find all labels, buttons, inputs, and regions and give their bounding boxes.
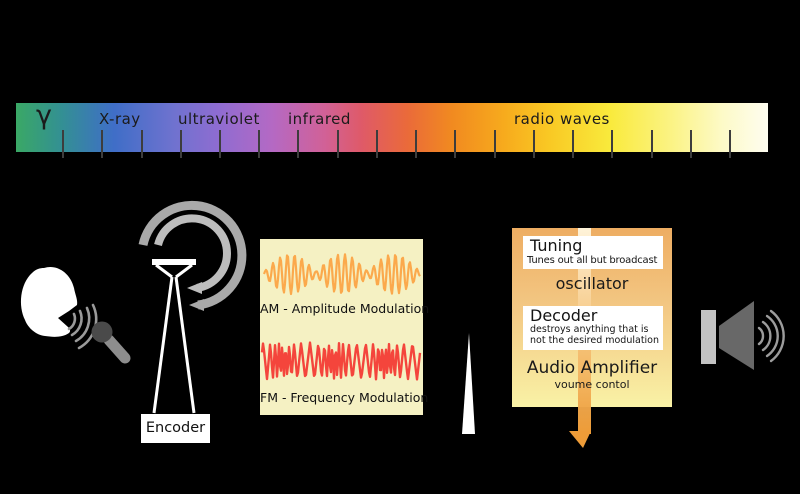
spectrum-tick <box>179 130 182 158</box>
receiver-antenna-icon <box>462 333 475 434</box>
spectrum-tick <box>336 130 339 158</box>
am-waveform <box>262 253 421 296</box>
speaker-waves-icon <box>757 309 785 363</box>
audio-amplifier-label: Audio Amplifier <box>526 358 658 378</box>
speaking-head-icon <box>20 266 78 337</box>
spectrum-tick <box>493 130 496 158</box>
spectrum-tick <box>572 130 575 158</box>
spectrum-tick <box>729 130 732 158</box>
decoder-description: destroys anything that is not the desire… <box>530 324 660 346</box>
volume-control-label: voume contol <box>554 378 630 391</box>
voice-waves-icon <box>67 303 98 350</box>
spectrum-tick <box>650 130 653 158</box>
spectrum-label-infrared: infrared <box>288 110 351 128</box>
fm-waveform <box>260 341 422 381</box>
encoder-label-box: Encoder <box>141 414 210 443</box>
decoder-title: Decoder <box>530 306 598 325</box>
spectrum-tick <box>258 130 261 158</box>
spectrum-tick <box>219 130 221 158</box>
oscillator-label: oscillator <box>555 274 629 293</box>
spectrum-tick <box>415 130 418 158</box>
spectrum-tick <box>101 130 104 158</box>
speaker-icon <box>701 301 785 370</box>
microphone-icon <box>91 321 131 364</box>
tuning-box: Tuning Tunes out all but broadcast <box>523 236 663 269</box>
spectrum-tick <box>375 130 378 158</box>
spectrum-label-xray: X-ray <box>99 110 141 128</box>
spectrum-tick <box>297 130 300 158</box>
spectrum-label-gamma: γ <box>36 100 52 131</box>
spectrum-tick <box>140 130 143 158</box>
spectrum-tick <box>611 130 614 158</box>
tuning-description: Tunes out all but broadcast <box>527 255 658 266</box>
decoder-box: Decoder destroys anything that is not th… <box>523 306 663 350</box>
spectrum-label-radio-waves: radio waves <box>514 110 610 128</box>
spectrum-label-ultraviolet: ultraviolet <box>178 110 260 128</box>
am-caption: AM - Amplitude Modulation <box>260 301 430 316</box>
spectrum-tick <box>62 130 64 158</box>
spectrum-tick <box>689 130 692 158</box>
fm-caption: FM - Frequency Modulation <box>260 390 429 405</box>
tuning-title: Tuning <box>530 236 583 255</box>
spectrum-tick <box>454 130 457 158</box>
spectrum-tick <box>532 130 535 158</box>
transmitter-tower-icon <box>152 259 196 414</box>
broadcast-waves-icon <box>138 200 247 311</box>
encoder-label: Encoder <box>145 420 206 436</box>
